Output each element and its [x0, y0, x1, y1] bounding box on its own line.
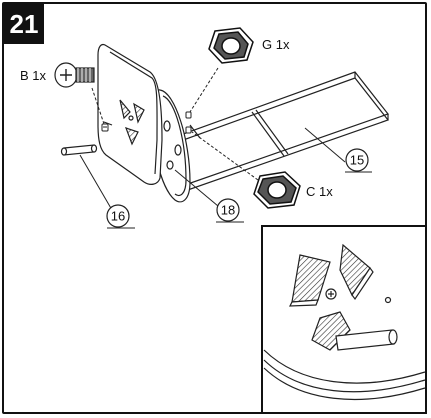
part-label-G: G 1x	[262, 37, 290, 52]
nut-C-icon	[253, 171, 301, 209]
leader-line	[191, 131, 259, 181]
bracket-plate	[97, 43, 163, 185]
nut-G-icon	[208, 27, 254, 64]
step-number-badge: 21	[4, 4, 44, 44]
callout-16: 16	[79, 154, 135, 229]
detail-inset	[261, 225, 427, 414]
leader-line	[189, 67, 219, 113]
callout-18: 18	[174, 169, 244, 223]
callout-number-15: 15	[350, 153, 364, 168]
leader-line	[91, 87, 105, 125]
callout-15: 15	[304, 127, 372, 173]
callout-number-16: 16	[111, 209, 125, 224]
part-label-B: B 1x	[20, 68, 47, 83]
part-label-C: C 1x	[306, 184, 333, 199]
screw-B-icon	[54, 62, 95, 88]
diagram-frame	[2, 2, 427, 414]
small-bolts	[185, 111, 192, 134]
small-screw	[101, 123, 109, 132]
pin-16-icon	[60, 144, 98, 156]
callout-number-18: 18	[221, 203, 235, 218]
